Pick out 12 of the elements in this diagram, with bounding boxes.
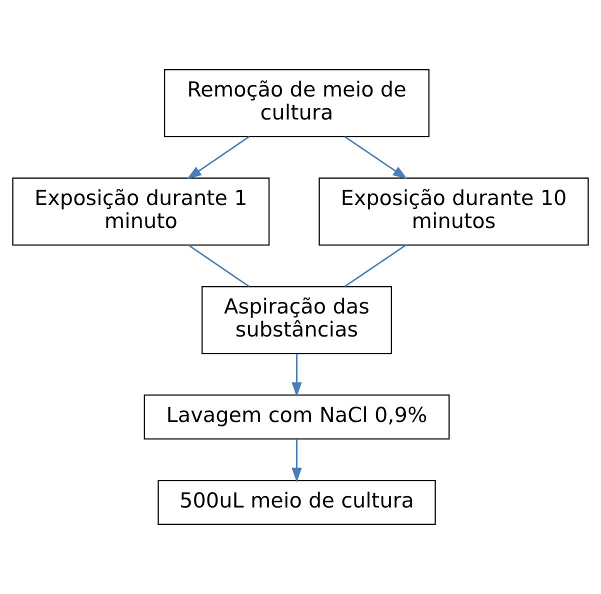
connector (344, 244, 406, 287)
arrow (186, 136, 250, 180)
node-box: 500uL meio de cultura (158, 480, 436, 525)
node-box: Aspiração das substâncias (202, 286, 392, 354)
connector (188, 244, 250, 287)
node-box: Exposição durante 1 minuto (12, 178, 270, 246)
arrow (344, 136, 408, 180)
node-box: Remoção de meio de cultura (164, 69, 430, 138)
node-box: Lavagem com NaCl 0,9% (144, 394, 450, 440)
arrow (292, 354, 302, 397)
arrow (292, 439, 302, 482)
node-box: Exposição durante 10 minutos (318, 178, 589, 246)
